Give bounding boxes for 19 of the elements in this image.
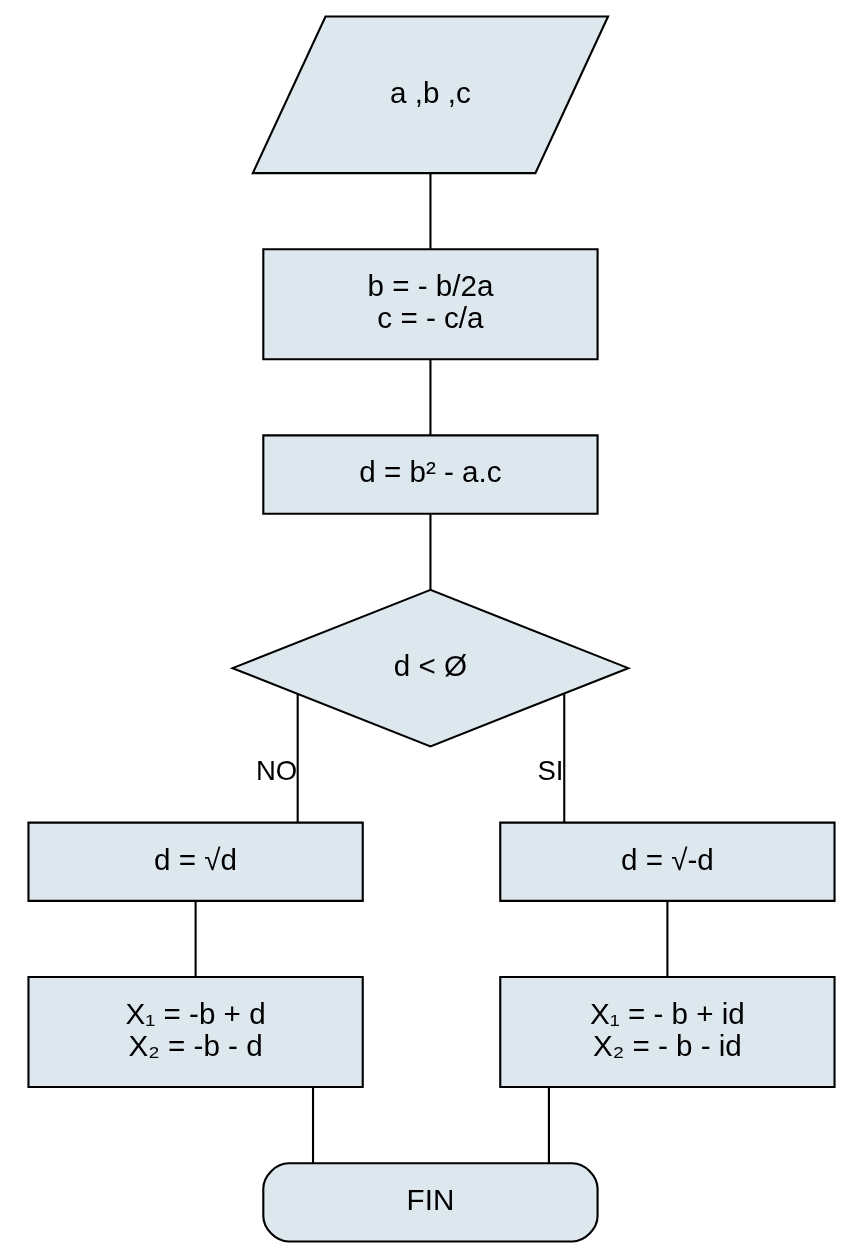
edge-label: NO — [255, 755, 297, 787]
connector — [428, 173, 431, 249]
connector — [428, 513, 431, 590]
connector — [562, 694, 565, 822]
connector — [547, 1087, 550, 1164]
connector — [311, 1087, 314, 1164]
node-box: d = √d — [26, 821, 364, 902]
edge-label: SI — [537, 755, 563, 787]
connector — [428, 360, 431, 436]
connector — [194, 901, 197, 977]
node-box: X₁ = -b + d X₂ = -b - d — [26, 975, 364, 1089]
node-box: b = - b/2a c = - c/a — [261, 248, 599, 361]
node-box: d = √-d — [498, 821, 836, 902]
node-box: X₁ = - b + id X₂ = - b - id — [498, 975, 836, 1089]
node-diamond: d < Ø — [229, 588, 631, 748]
node-box: FIN — [261, 1162, 599, 1243]
connector — [296, 694, 299, 822]
node-box: d = b² - a.c — [261, 434, 599, 515]
connector — [665, 901, 668, 977]
